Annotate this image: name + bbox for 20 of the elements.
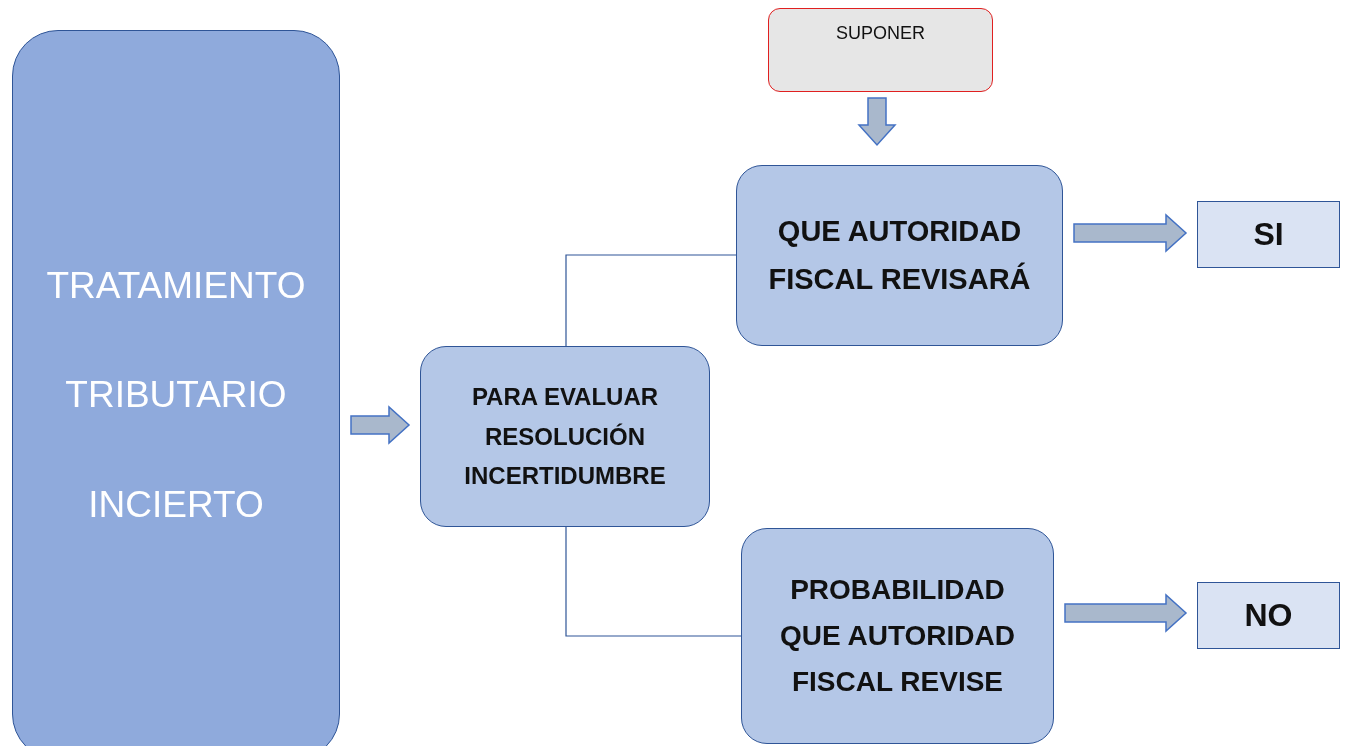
process-box [736, 165, 1063, 346]
box-label: TRATAMIENTO TRIBUTARIO INCIERTO [45, 264, 307, 527]
block-arrow [1064, 593, 1188, 633]
process-box [768, 8, 993, 92]
connector-line [565, 526, 742, 637]
block-arrow [350, 405, 411, 445]
connector-line [565, 254, 737, 347]
box-label: PROBABILIDAD QUE AUTORIDAD FISCAL REVISE [779, 572, 1016, 700]
box-label: QUE AUTORIDAD FISCAL REVISARÁ [767, 213, 1032, 297]
box-label: SUPONER [835, 23, 926, 45]
process-box [741, 528, 1054, 744]
process-box [420, 346, 710, 527]
box-label: SI [1252, 215, 1285, 254]
process-box [1197, 582, 1340, 649]
box-label: PARA EVALUAR RESOLUCIÓN INCERTIDUMBRE [463, 382, 667, 492]
process-box [12, 30, 340, 746]
block-arrow [857, 97, 897, 147]
block-arrow [1073, 213, 1188, 253]
box-label: NO [1243, 596, 1294, 635]
process-box [1197, 201, 1340, 268]
